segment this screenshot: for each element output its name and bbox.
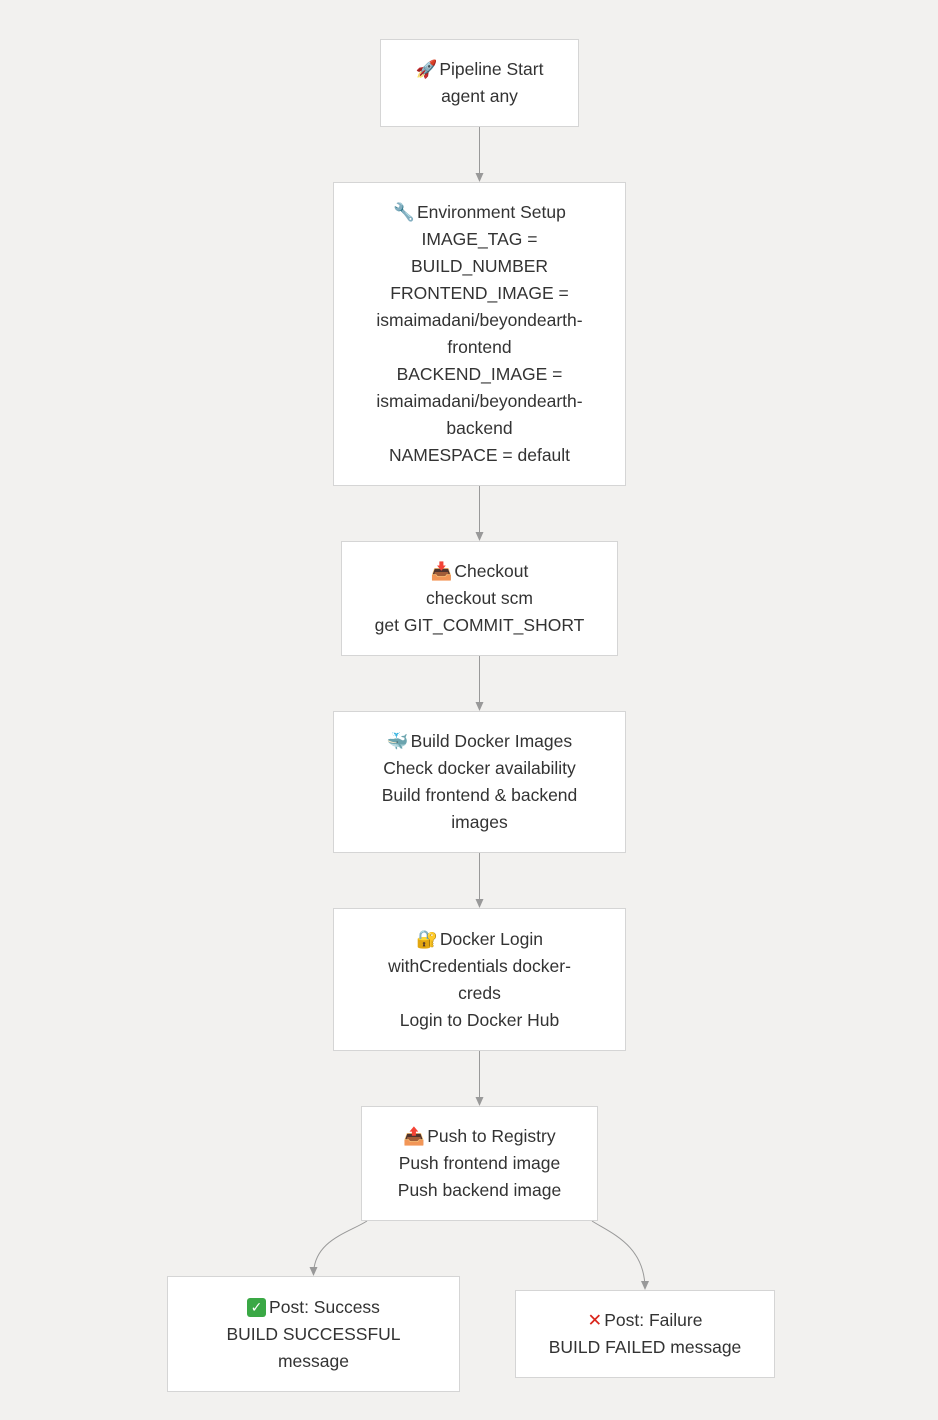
- node-title-line: 🔧Environment Setup: [393, 199, 566, 226]
- outbox-tray-icon: 📤: [403, 1126, 426, 1146]
- node-title: Push to Registry: [427, 1126, 556, 1146]
- node-detail-line: ismaimadani/beyondearth-: [376, 391, 583, 411]
- node-detail-line: backend: [446, 418, 513, 438]
- node-detail-line: message: [277, 1350, 349, 1371]
- node-detail-line: ismaimadani/beyondearth-: [376, 310, 583, 330]
- node-title: Pipeline Start: [439, 59, 544, 79]
- node-detail-line: FRONTEND_IMAGE =: [390, 283, 569, 303]
- node-detail-line: Login to Docker Hub: [399, 1009, 560, 1030]
- inbox-tray-icon: 📥: [430, 561, 453, 581]
- node-checkout: 📥Checkout checkout scm get GIT_COMMIT_SHOR…: [341, 541, 618, 656]
- node-title-line: 📤Push to Registry: [403, 1123, 555, 1150]
- node-title: Docker Login: [439, 928, 543, 949]
- node-title-line: 🐳Build Docker Images: [387, 728, 572, 755]
- node-detail-line: Check docker availability: [383, 758, 576, 778]
- node-title-line: 📥Checkout: [431, 558, 529, 585]
- node-detail-line: creds: [458, 982, 501, 1003]
- node-detail-line: get GIT_COMMIT_SHORT: [374, 615, 585, 635]
- node-detail-line: BUILD FAILED message: [548, 1337, 742, 1357]
- node-detail-line: images: [451, 812, 508, 832]
- node-title-line: 🚀Pipeline Start: [416, 56, 544, 83]
- node-start: 🚀Pipeline Start agent any: [380, 39, 579, 127]
- node-detail-line: NAMESPACE = default: [388, 445, 571, 465]
- node-detail-line: BUILD_NUMBER: [410, 256, 549, 276]
- node-title: Post: Success: [269, 1296, 380, 1317]
- node-title: Environment Setup: [416, 202, 566, 222]
- locked-with-key-icon: 🔐: [416, 928, 438, 949]
- node-title-line: ✓Post: Success: [247, 1294, 380, 1321]
- node-detail-line: agent any: [441, 86, 518, 106]
- node-title: Post: Failure: [604, 1310, 703, 1330]
- node-detail-line: BUILD SUCCESSFUL: [226, 1323, 401, 1344]
- cross-mark-icon: ✕: [587, 1310, 603, 1330]
- whale-icon: 🐳: [386, 731, 409, 751]
- rocket-icon: 🚀: [415, 59, 438, 79]
- edge-push-to-failure: [591, 1220, 649, 1290]
- check-mark-icon: ✓: [247, 1297, 267, 1317]
- node-title-line: 🔐Docker Login: [416, 926, 543, 953]
- node-detail-line: withCredentials docker-: [388, 955, 571, 976]
- node-detail-line: IMAGE_TAG =: [421, 229, 538, 249]
- node-detail-line: Push frontend image: [398, 1153, 561, 1173]
- wrench-icon: 🔧: [393, 202, 415, 222]
- edge-push-to-success: [309, 1220, 368, 1276]
- node-title: Checkout: [454, 561, 529, 581]
- node-title: Build Docker Images: [410, 731, 573, 751]
- node-detail-line: checkout scm: [426, 588, 533, 608]
- node-detail-line: Build frontend & backend: [381, 785, 578, 805]
- node-title-line: ✕Post: Failure: [588, 1307, 703, 1334]
- node-detail-line: frontend: [447, 337, 512, 357]
- node-detail-line: BACKEND_IMAGE =: [396, 364, 563, 384]
- node-detail-line: Push backend image: [397, 1180, 562, 1200]
